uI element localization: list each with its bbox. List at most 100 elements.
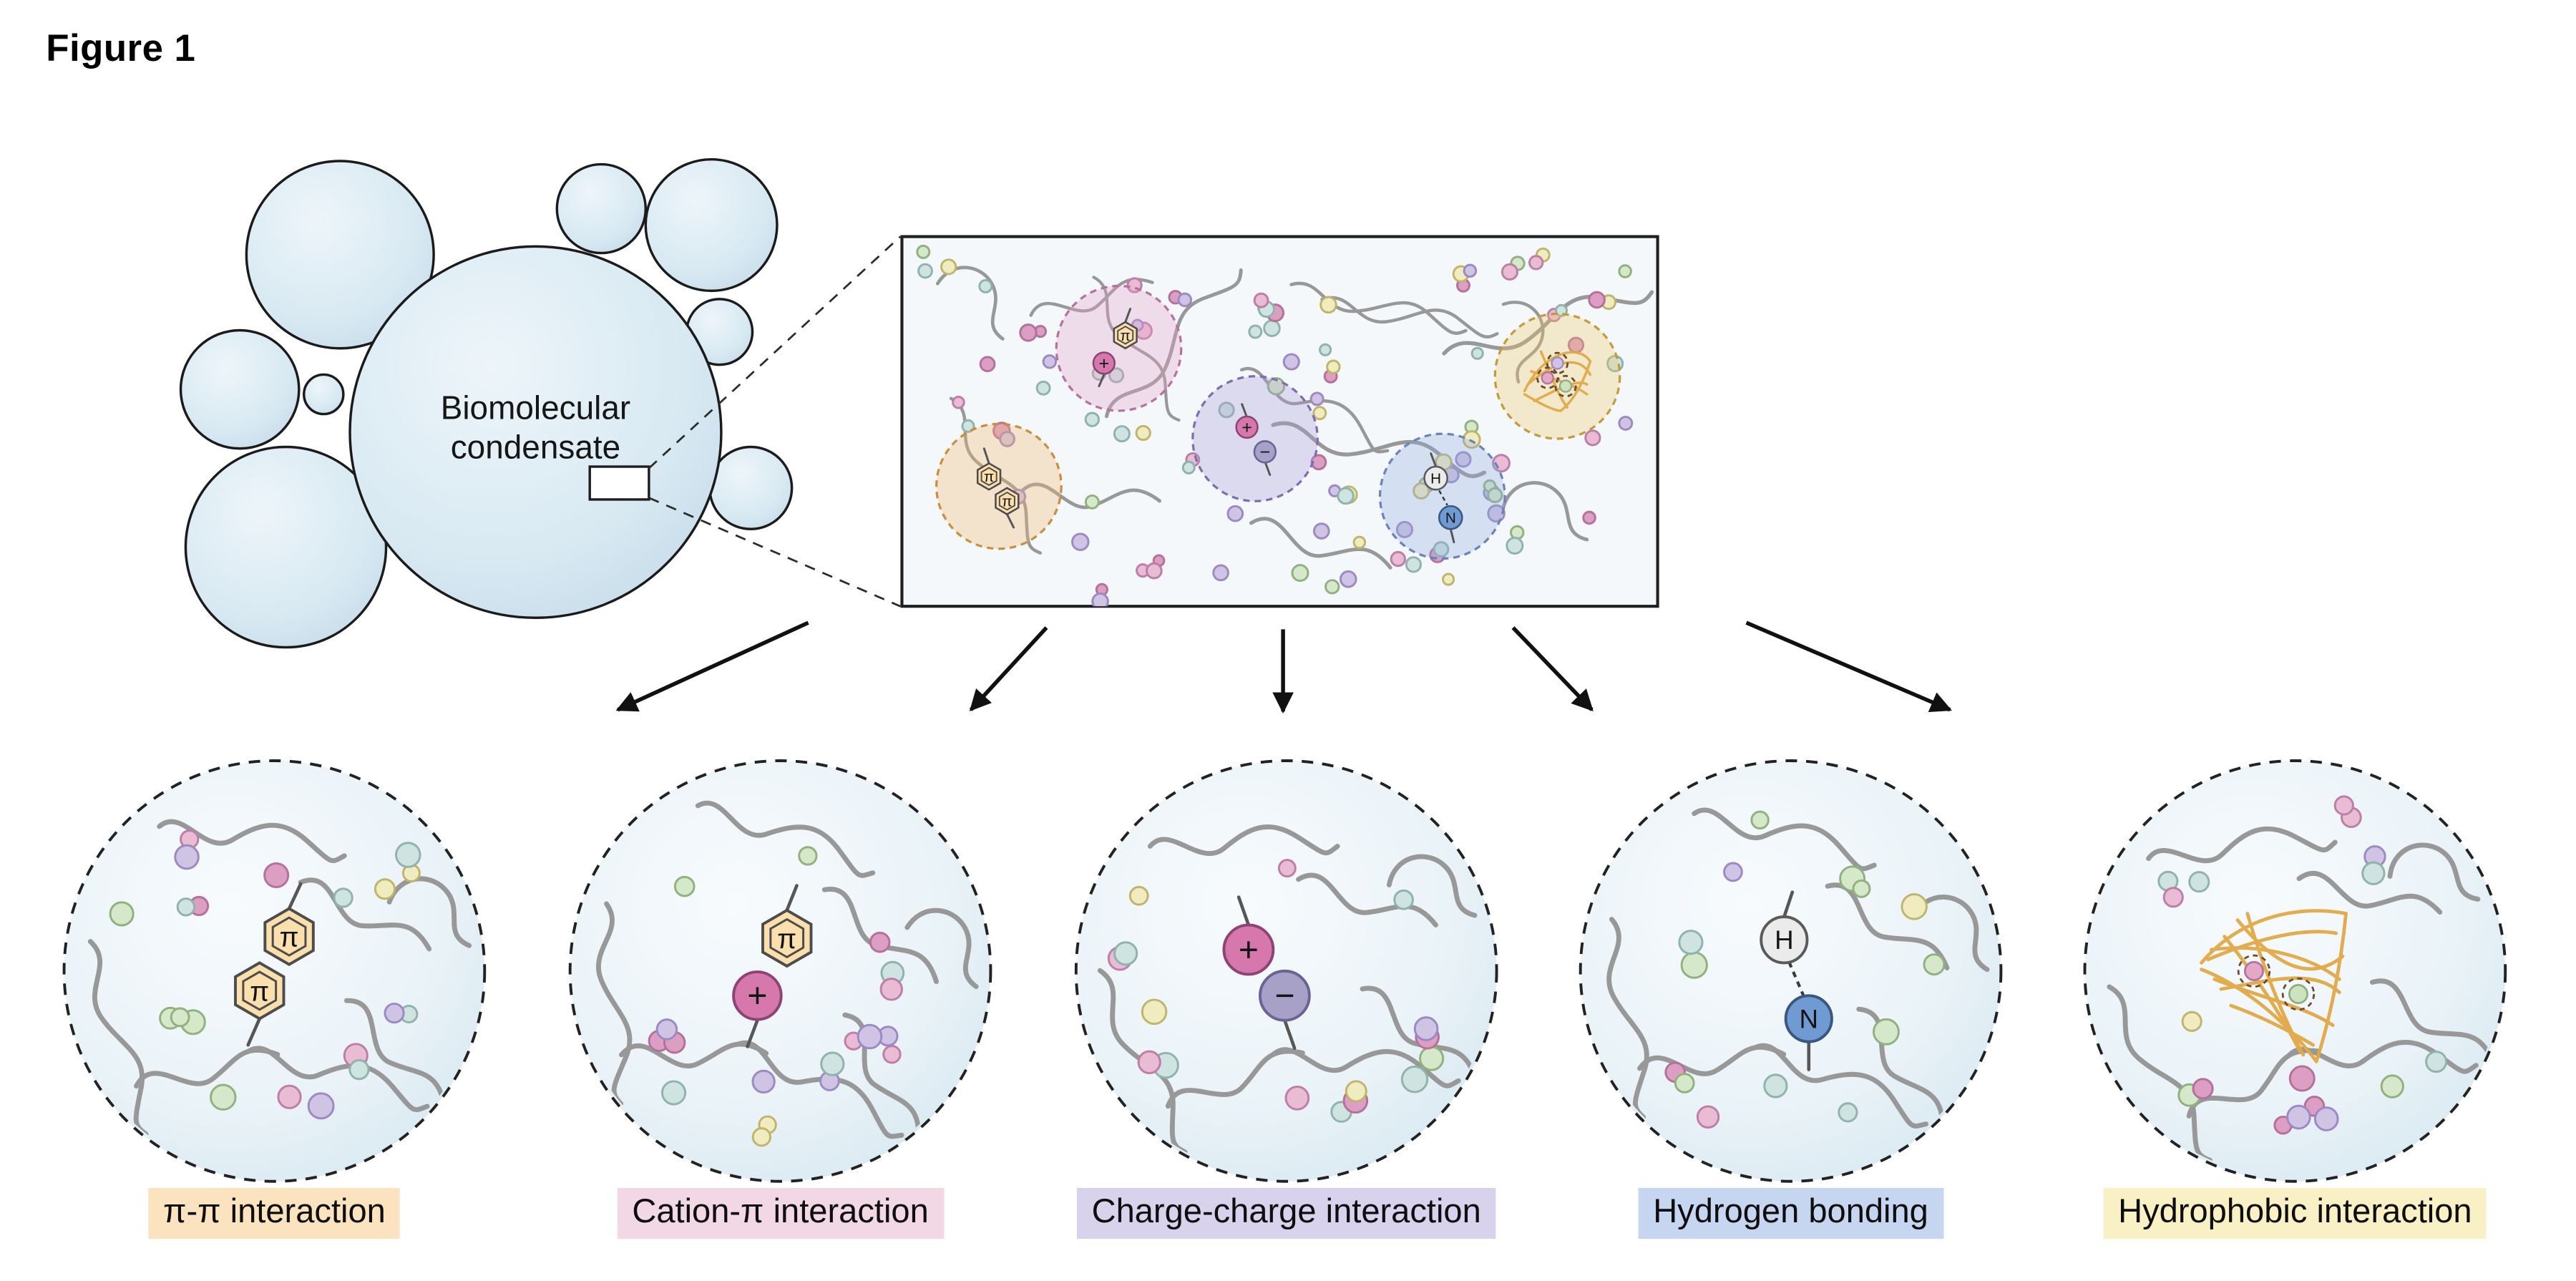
interaction-circle-hydrophobic xyxy=(2083,759,2507,1183)
molecule-dot xyxy=(1135,424,1151,442)
molecule-dot xyxy=(1470,346,1484,360)
pi-symbol: π xyxy=(250,976,269,1007)
molecule-dot xyxy=(879,978,903,1001)
condensate-circle xyxy=(644,157,779,293)
hydrophobic-highlight-circle xyxy=(1493,312,1621,440)
molecule-dot xyxy=(1582,510,1596,525)
molecule-dot xyxy=(2162,887,2184,908)
molecule-dot xyxy=(2361,861,2386,885)
hydrophobic-mesh-icon xyxy=(2200,909,2348,1063)
molecule-dot xyxy=(2181,1010,2202,1032)
condensate-circle xyxy=(179,328,301,450)
molecule-dot xyxy=(1113,425,1131,443)
label-highlight: π-π interaction xyxy=(148,1187,401,1239)
molecule-dot xyxy=(1487,504,1506,523)
molecule-dot xyxy=(916,244,931,259)
molecule-dot xyxy=(374,878,396,900)
zoom-dots xyxy=(916,244,1634,607)
molecule-dot xyxy=(1506,536,1524,555)
molecule-dot xyxy=(307,1092,335,1120)
molecule-dot xyxy=(1618,415,1634,431)
condensate-cluster xyxy=(179,157,794,649)
plus-symbol: + xyxy=(747,977,767,1015)
molecule-dot xyxy=(1113,941,1138,966)
molecule-dot xyxy=(2425,1051,2448,1073)
molecule-dot xyxy=(384,1003,405,1024)
molecule-dot xyxy=(979,356,996,373)
molecule-dot xyxy=(1750,810,1770,830)
molecule-dot xyxy=(2313,1106,2339,1131)
molecule-dots xyxy=(2157,795,2448,1135)
molecule-dot xyxy=(1528,255,1544,271)
molecule-dot xyxy=(1177,292,1193,308)
condensate-circle xyxy=(184,445,388,649)
molecule-dot xyxy=(174,844,200,870)
cation-icon xyxy=(732,970,783,1021)
molecule-dot xyxy=(1395,520,1414,539)
hbond-dashed-line xyxy=(1438,489,1448,506)
molecule-dot xyxy=(1462,430,1481,449)
molecule-dot xyxy=(1035,380,1051,396)
charge-highlight-circle xyxy=(1191,375,1319,502)
molecule-dot xyxy=(2288,984,2308,1005)
cation-pi-motif: π + xyxy=(732,884,813,1048)
plus-symbol: + xyxy=(1241,418,1252,438)
pi-ring-icon xyxy=(976,462,1002,491)
molecule-dot xyxy=(961,419,975,433)
condensate-circle xyxy=(245,160,435,350)
molecule-dots xyxy=(1107,859,1445,1123)
molecule-dot xyxy=(1487,487,1503,504)
arrow-to-cation-pi xyxy=(969,626,1048,712)
anion-icon xyxy=(1253,440,1277,464)
hydrogen-atom-icon xyxy=(1423,465,1448,491)
condensate-circle xyxy=(555,162,648,255)
molecule-dot xyxy=(673,875,696,897)
molecule-dots xyxy=(109,829,421,1120)
zoom-motif-charge-charge: + − xyxy=(1191,375,1319,502)
label-highlight: Charge-charge interaction xyxy=(1076,1187,1496,1239)
label-highlight: Cation-π interaction xyxy=(617,1187,944,1239)
molecule-dot xyxy=(1838,1102,1858,1123)
hbond-highlight-circle xyxy=(1378,432,1506,560)
molecule-dot xyxy=(1696,1105,1720,1129)
zoom-motif-pi-pi: π π xyxy=(935,422,1063,550)
callout-lines xyxy=(648,235,902,608)
molecule-dot xyxy=(277,1084,302,1109)
molecule-dot xyxy=(1319,343,1332,356)
interaction-label-charge-charge: Charge-charge interaction xyxy=(1076,1187,1496,1239)
molecule-dot xyxy=(1282,353,1300,371)
molecule-dot xyxy=(1248,324,1263,339)
molecule-dot xyxy=(1901,893,1928,920)
molecule-dot xyxy=(1588,291,1606,309)
minus-symbol: − xyxy=(1259,442,1270,462)
molecule-dot xyxy=(1680,951,1708,979)
molecule-dots xyxy=(648,846,905,1147)
hydrogen-atom-icon xyxy=(1760,915,1809,965)
hydrogen-symbol: H xyxy=(1775,925,1794,955)
molecule-dot xyxy=(751,1069,776,1094)
molecule-dot xyxy=(1339,570,1357,588)
molecule-dot xyxy=(1463,263,1478,278)
hydrogen-bond-motif: H N xyxy=(1760,890,1833,1071)
molecule-dot xyxy=(1310,454,1327,471)
molecule-dot xyxy=(1337,487,1355,505)
nitrogen-atom-icon xyxy=(1784,994,1833,1043)
pi-symbol: π xyxy=(1121,328,1131,344)
molecule-dot xyxy=(1345,1080,1367,1103)
zoom-source-rect xyxy=(588,465,650,501)
molecule-dot xyxy=(2188,871,2210,893)
molecule-dot xyxy=(1312,406,1327,421)
molecule-dot xyxy=(1852,879,1871,898)
molecule-dot xyxy=(1226,505,1244,522)
molecule-dot xyxy=(1253,292,1269,308)
molecule-dot xyxy=(1181,460,1196,474)
molecule-dot xyxy=(263,862,290,889)
arrow-to-hydrogen-bonding xyxy=(1511,626,1594,711)
interaction-label-hydrophobic: Hydrophobic interaction xyxy=(2103,1187,2487,1239)
pi-symbol: π xyxy=(280,922,299,953)
condensate-main-circle xyxy=(348,245,723,619)
arrow-to-hydrophobic xyxy=(1745,620,1952,712)
molecule-dot xyxy=(1291,564,1309,583)
molecule-dot xyxy=(1084,411,1100,427)
